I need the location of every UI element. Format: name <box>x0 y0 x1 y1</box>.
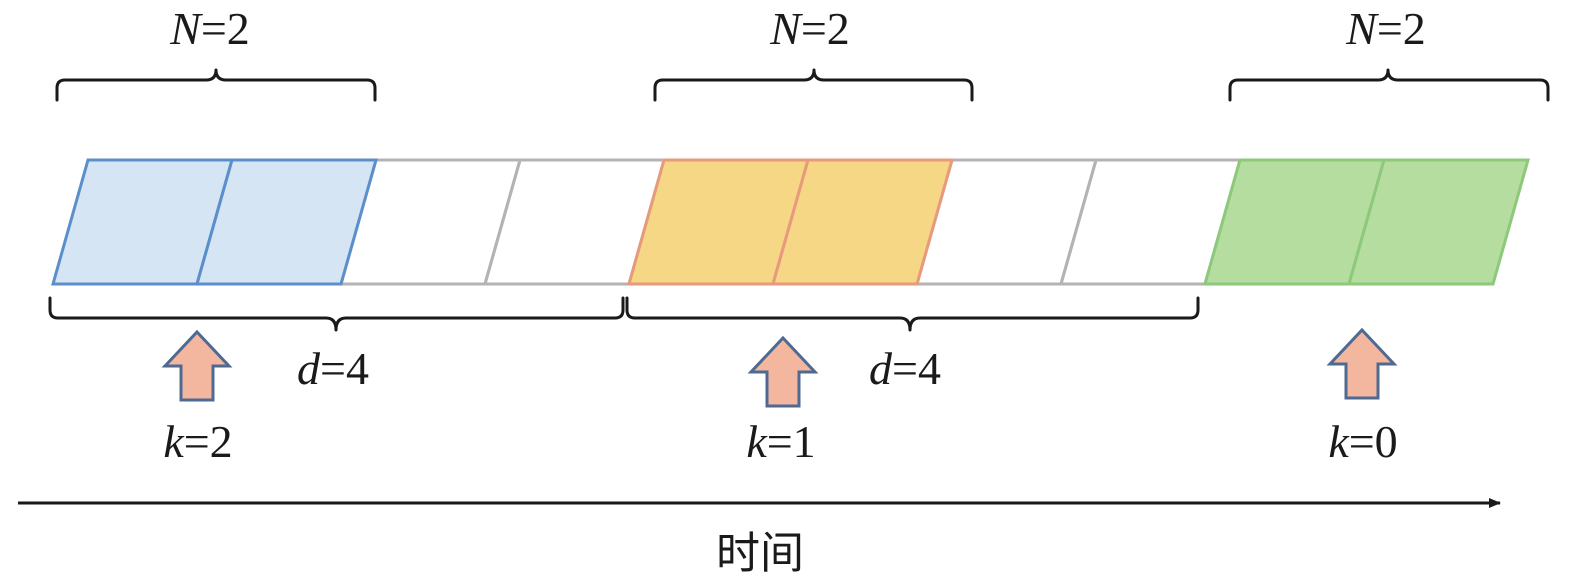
k-label-2-var: k <box>746 416 768 467</box>
time-axis-label: 时间 <box>716 528 804 579</box>
k-label-2-value: =1 <box>767 416 816 467</box>
bottom-brace-1 <box>48 296 625 332</box>
k-label-1: k=2 <box>163 416 232 467</box>
k-arrow-2-icon <box>747 335 819 408</box>
top-label-1: N=2 <box>169 3 250 54</box>
bottom-label-2-var: d <box>869 343 893 394</box>
k-label-1-value: =2 <box>184 416 233 467</box>
bottom-label-1: d=4 <box>297 343 369 394</box>
bottom-label-1-value: =4 <box>320 343 369 394</box>
top-label-3: N=2 <box>1345 3 1426 54</box>
top-brace-3 <box>1228 68 1550 102</box>
top-brace-1 <box>55 68 377 102</box>
k-label-3-value: =0 <box>1349 416 1398 467</box>
k-arrows <box>161 327 1398 408</box>
bottom-label-1-var: d <box>297 343 321 394</box>
top-label-3-value: =2 <box>1377 3 1426 54</box>
k-label-3-var: k <box>1328 416 1350 467</box>
top-label-1-value: =2 <box>201 3 250 54</box>
slot-green <box>1347 158 1530 286</box>
time-slots <box>51 158 1530 286</box>
top-label-1-var: N <box>169 3 203 54</box>
top-label-2: N=2 <box>769 3 850 54</box>
top-label-2-value: =2 <box>801 3 850 54</box>
top-label-3-var: N <box>1345 3 1379 54</box>
bottom-brace-2 <box>625 296 1200 332</box>
k-arrow-3-icon <box>1326 327 1398 400</box>
bottom-label-2: d=4 <box>869 343 941 394</box>
top-label-2-var: N <box>769 3 803 54</box>
top-brace-2 <box>653 68 974 102</box>
slot-blue <box>195 158 378 286</box>
k-arrow-1-icon <box>161 329 233 402</box>
slot-yellow <box>771 158 954 286</box>
k-label-3: k=0 <box>1328 416 1397 467</box>
k-label-1-var: k <box>163 416 185 467</box>
k-label-2: k=1 <box>746 416 815 467</box>
bottom-label-2-value: =4 <box>892 343 941 394</box>
